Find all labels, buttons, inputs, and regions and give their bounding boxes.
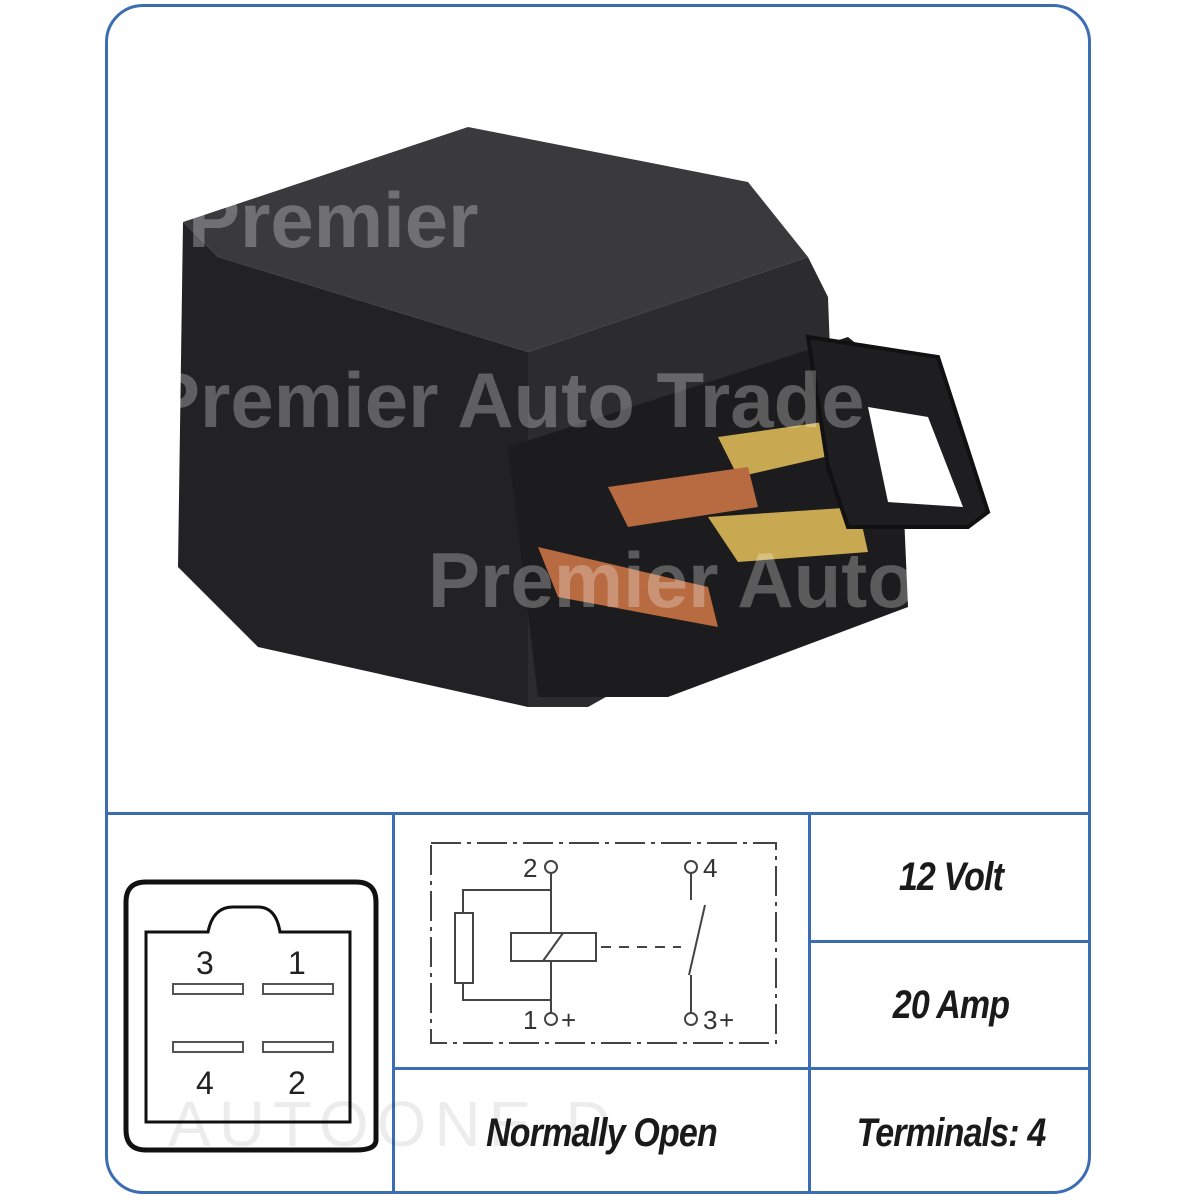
pinout-diagram: 3 1 4 2 bbox=[123, 879, 379, 1153]
divider bbox=[808, 812, 811, 1191]
contact-type-spec: Normally Open bbox=[486, 1111, 718, 1155]
terminal-3-label: 3 bbox=[703, 1005, 717, 1035]
watermark-line2: Premier Auto Trade bbox=[148, 356, 865, 444]
pin-label: 2 bbox=[288, 1065, 306, 1101]
watermark-line3: Premier Auto bbox=[428, 536, 915, 624]
voltage-spec: 12 Volt bbox=[898, 855, 1004, 899]
pin-label: 1 bbox=[288, 945, 306, 981]
watermark-bottom: AUTOONE.D bbox=[168, 1088, 620, 1160]
divider bbox=[108, 812, 1088, 815]
product-card: Premier Premier Auto Trade Premier Auto … bbox=[105, 4, 1091, 1194]
divider bbox=[811, 1067, 1088, 1070]
terminal-2-label: 2 bbox=[523, 853, 537, 883]
terminal-1-sign: + bbox=[561, 1005, 576, 1035]
pin-label: 3 bbox=[196, 945, 214, 981]
relay-photo: Premier Premier Auto Trade Premier Auto bbox=[148, 127, 991, 707]
divider bbox=[811, 940, 1088, 943]
terminal-4-label: 4 bbox=[703, 853, 717, 883]
terminal-1-label: 1 bbox=[523, 1005, 537, 1035]
watermark-line1: Premier bbox=[188, 176, 479, 264]
divider bbox=[392, 812, 395, 1191]
divider bbox=[395, 1067, 808, 1070]
relay-schematic: 2 4 1 + 3 + bbox=[430, 842, 777, 1044]
terminals-spec: Terminals: 4 bbox=[856, 1111, 1047, 1155]
terminal-3-sign: + bbox=[719, 1005, 734, 1035]
pin-label: 4 bbox=[196, 1065, 214, 1101]
current-spec: 20 Amp bbox=[892, 982, 1010, 1027]
